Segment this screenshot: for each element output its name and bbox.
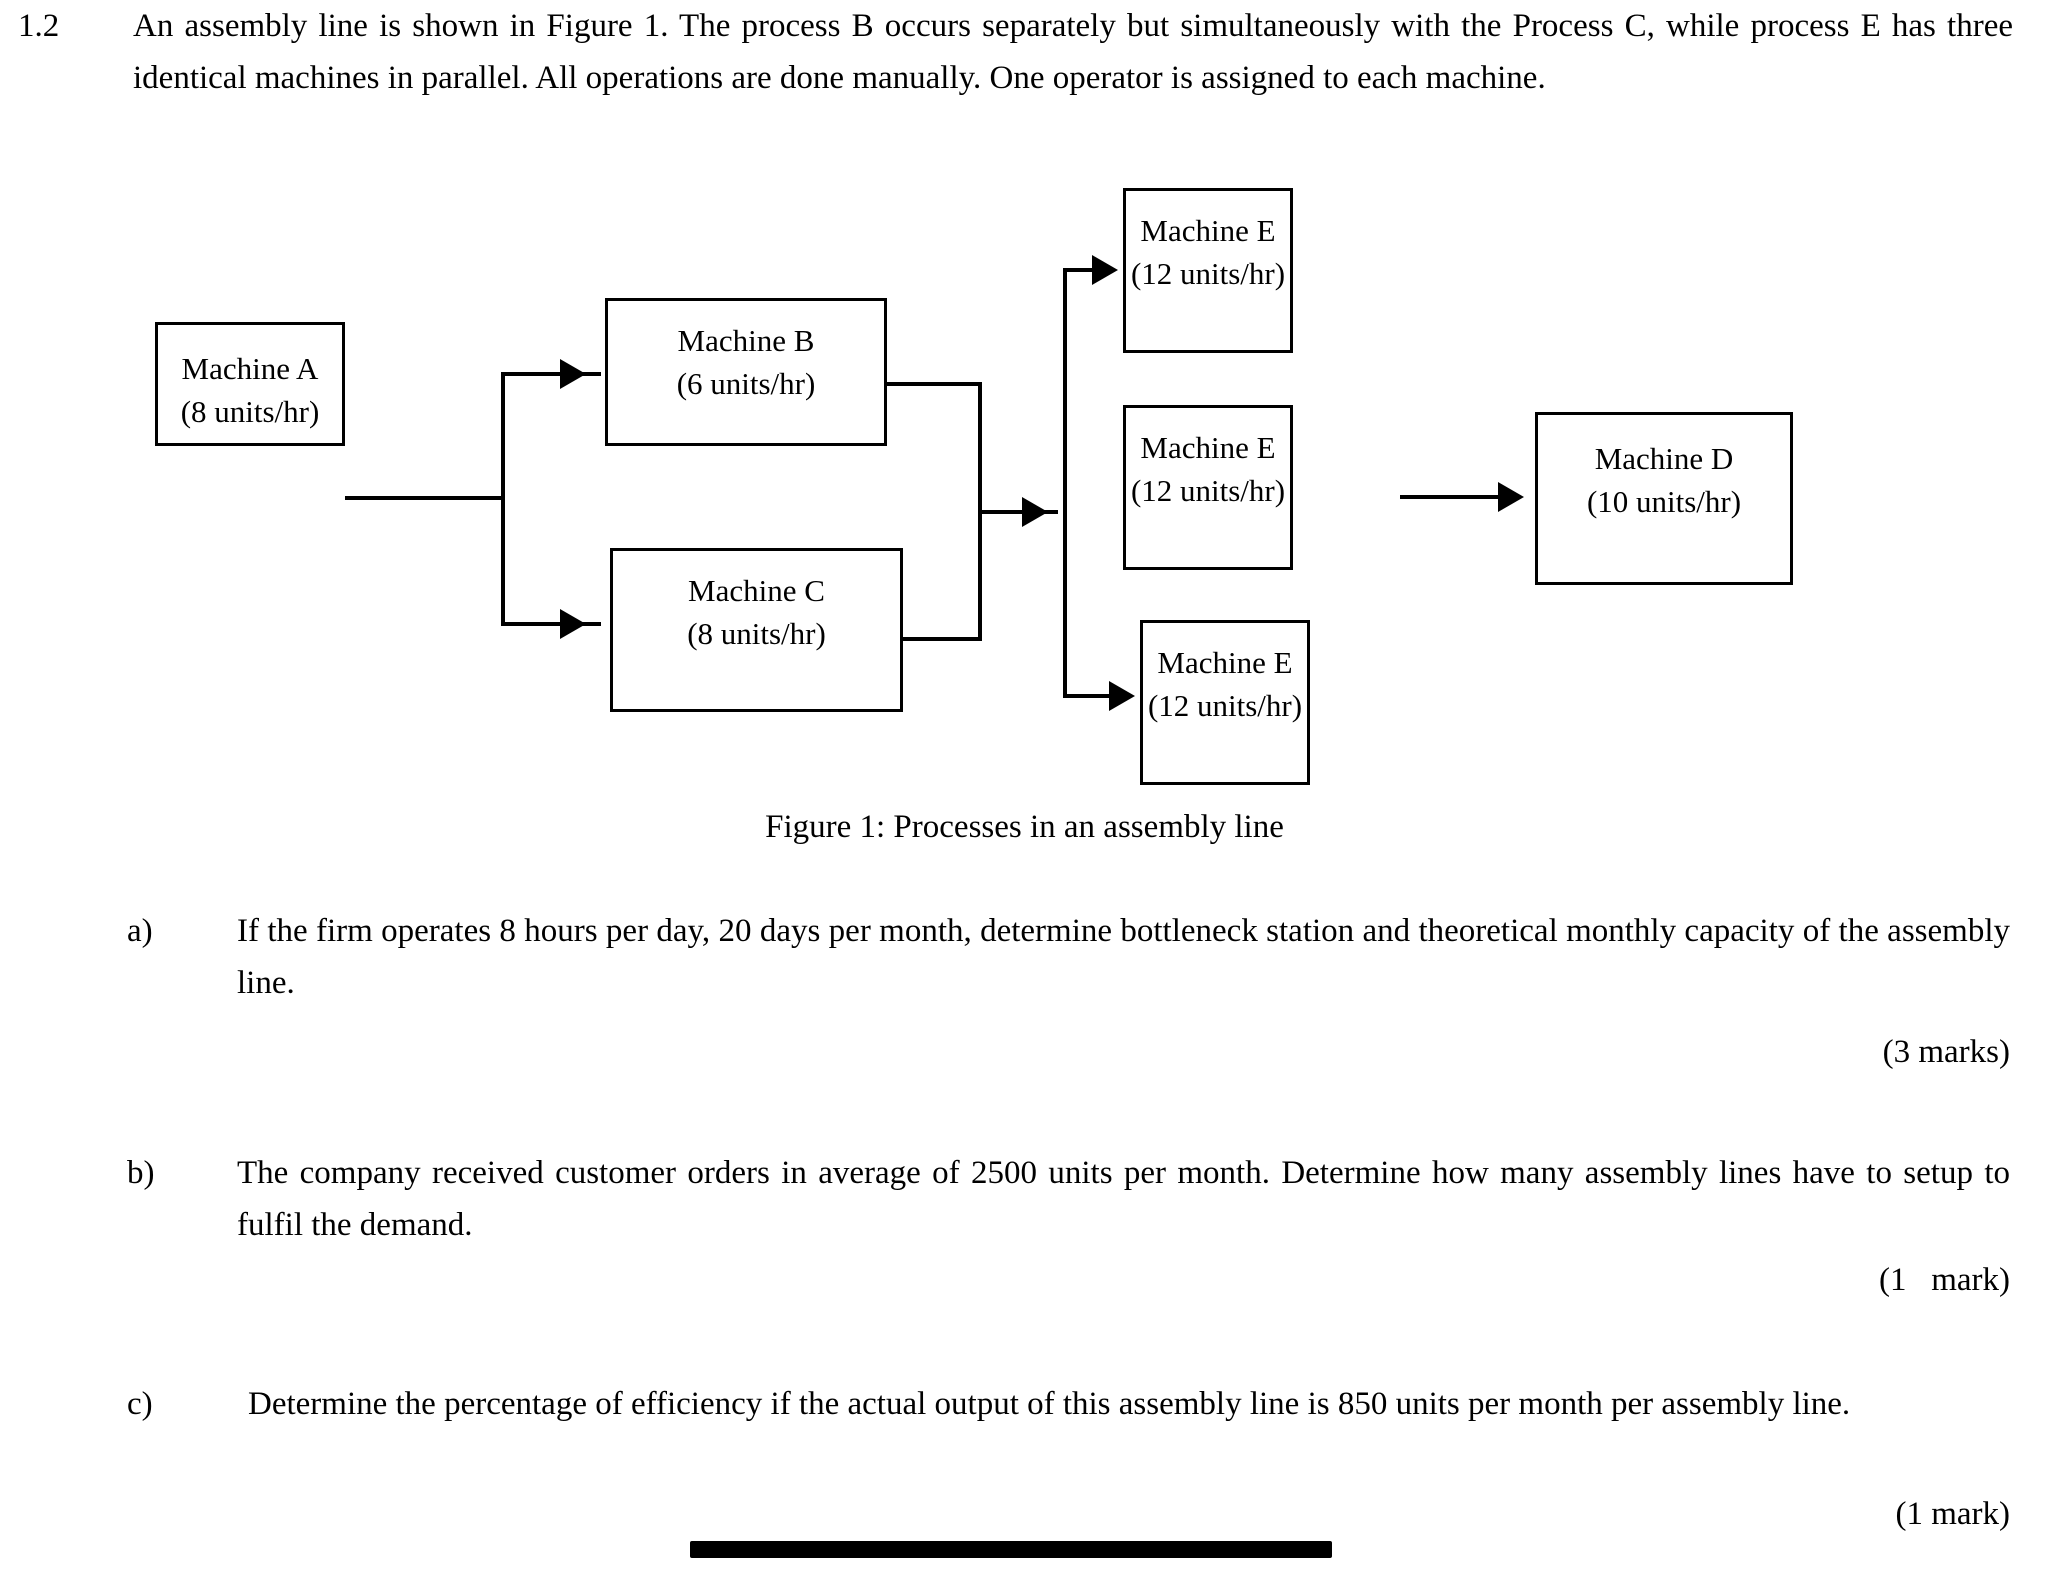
part-c-text: Determine the percentage of efficiency i… (248, 1386, 1851, 1422)
machine-e-bottom-box[interactable]: Machine E (12 units/hr) (1140, 620, 1310, 785)
part-b-marks: (1 mark) (1878, 1262, 2010, 1298)
machine-e-top-box[interactable]: Machine E (12 units/hr) (1123, 188, 1293, 353)
arrow-trunk-to-e-bottom (1109, 681, 1135, 711)
machine-d-rate: (10 units/hr) (1586, 484, 1742, 519)
connector-trunk-to-e-top (1063, 268, 1101, 272)
arrow-bc-to-trunk (1022, 497, 1048, 527)
machine-e-middle-name: Machine E (1140, 430, 1276, 465)
page-bottom-rule (690, 1541, 1332, 1558)
part-a-label: a) (127, 913, 153, 949)
machine-a-rate: (8 units/hr) (180, 394, 320, 429)
machine-c-rate: (8 units/hr) (687, 616, 826, 651)
connector-e-trunk-vertical (1063, 268, 1067, 698)
question-body: An assembly line is shown in Figure 1. T… (133, 8, 2013, 96)
machine-b-name: Machine B (677, 323, 815, 358)
connector-trunk-to-e-bottom (1063, 694, 1118, 698)
machine-d-box[interactable]: Machine D (10 units/hr) (1535, 412, 1793, 585)
connector-bc-to-trunk (978, 510, 1058, 514)
machine-e-bottom-rate: (12 units/hr) (1147, 688, 1303, 723)
arrow-e-to-d (1498, 482, 1524, 512)
part-c-label: c) (127, 1386, 153, 1422)
connector-a-to-c (501, 622, 601, 626)
arrow-a-to-b (560, 359, 586, 389)
machine-a-box[interactable]: Machine A (8 units/hr) (155, 322, 345, 446)
connector-a-out (345, 496, 505, 500)
machine-e-top-name: Machine E (1140, 213, 1276, 248)
connector-a-to-b (501, 372, 601, 376)
part-a-text: If the firm operates 8 hours per day, 20… (237, 913, 2010, 1001)
machine-c-name: Machine C (688, 573, 825, 608)
connector-b-out (887, 382, 982, 386)
machine-e-bottom-name: Machine E (1157, 645, 1293, 680)
machine-e-middle-box[interactable]: Machine E (12 units/hr) (1123, 405, 1293, 570)
connector-e-to-d (1400, 495, 1505, 499)
part-b-label: b) (127, 1155, 155, 1191)
figure-caption: Figure 1: Processes in an assembly line (765, 809, 1284, 845)
arrow-trunk-to-e-top (1092, 255, 1118, 285)
question-number: 1.2 (18, 8, 60, 44)
part-b-text: The company received customer orders in … (237, 1155, 2010, 1243)
part-a-marks: (3 marks) (1882, 1034, 2010, 1070)
arrow-a-to-c (560, 609, 586, 639)
connector-c-out (903, 637, 982, 641)
part-c-marks: (1 mark) (1895, 1496, 2010, 1532)
machine-e-middle-rate: (12 units/hr) (1130, 473, 1286, 508)
machine-e-top-rate: (12 units/hr) (1130, 256, 1286, 291)
connector-a-split-vertical (501, 372, 505, 626)
machine-c-box[interactable]: Machine C (8 units/hr) (610, 548, 903, 712)
machine-d-name: Machine D (1594, 441, 1734, 476)
machine-b-box[interactable]: Machine B (6 units/hr) (605, 298, 887, 446)
machine-a-name: Machine A (181, 351, 319, 386)
machine-b-rate: (6 units/hr) (676, 366, 816, 401)
